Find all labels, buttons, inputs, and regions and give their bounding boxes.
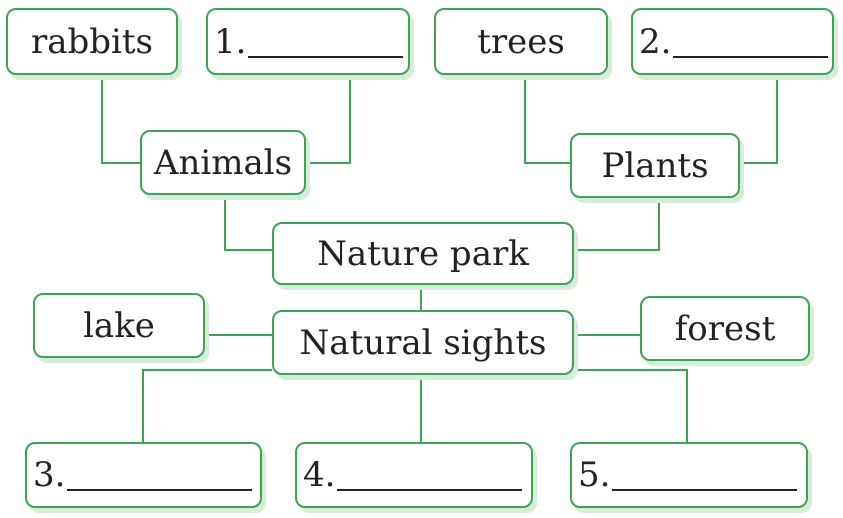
blank-1-box[interactable]: 1. [206,8,410,75]
blank-3-answer-line[interactable] [67,459,253,491]
forest-label: forest [674,308,776,349]
connector-natural-sights-blank3 [142,369,272,442]
nature-park-label: Nature park [317,233,529,274]
rabbits-label: rabbits [30,21,154,62]
blank-4-box[interactable]: 4. [295,442,533,508]
blank-5-number: 5. [578,455,611,495]
blank-1-number: 1. [214,21,247,62]
connector-animals-nature-park [224,195,272,251]
animals-label: Animals [153,142,293,183]
connector-plants-nature-park [574,198,660,251]
blank-5-answer-line[interactable] [612,459,798,491]
plants-label: Plants [601,145,709,186]
blank-5-box[interactable]: 5. [570,442,808,508]
plants-box: Plants [570,133,740,198]
natural-sights-box: Natural sights [272,310,574,375]
connector-trees-plants [524,75,570,164]
blank-2-answer-line[interactable] [673,26,829,58]
trees-label: trees [477,21,565,62]
forest-box: forest [640,296,810,361]
blank-2-number: 2. [639,21,672,62]
blank-3-number: 3. [33,455,66,495]
natural-sights-label: Natural sights [299,322,547,363]
animals-box: Animals [140,130,306,195]
nature-park-box: Nature park [272,222,574,285]
trees-box: trees [434,8,608,75]
blank-2-box[interactable]: 2. [631,8,834,75]
connector-rabbits-animals [101,75,140,164]
lake-label: lake [83,305,155,346]
blank-4-answer-line[interactable] [337,459,523,491]
connector-natural-sights-blank5 [574,369,688,442]
blank-1-answer-line[interactable] [248,26,404,58]
connector-blank2-plants [740,75,778,164]
blank-3-box[interactable]: 3. [25,442,262,508]
rabbits-box: rabbits [6,8,178,75]
lake-box: lake [33,293,205,358]
connector-blank1-animals [306,75,351,164]
blank-4-number: 4. [303,455,336,495]
